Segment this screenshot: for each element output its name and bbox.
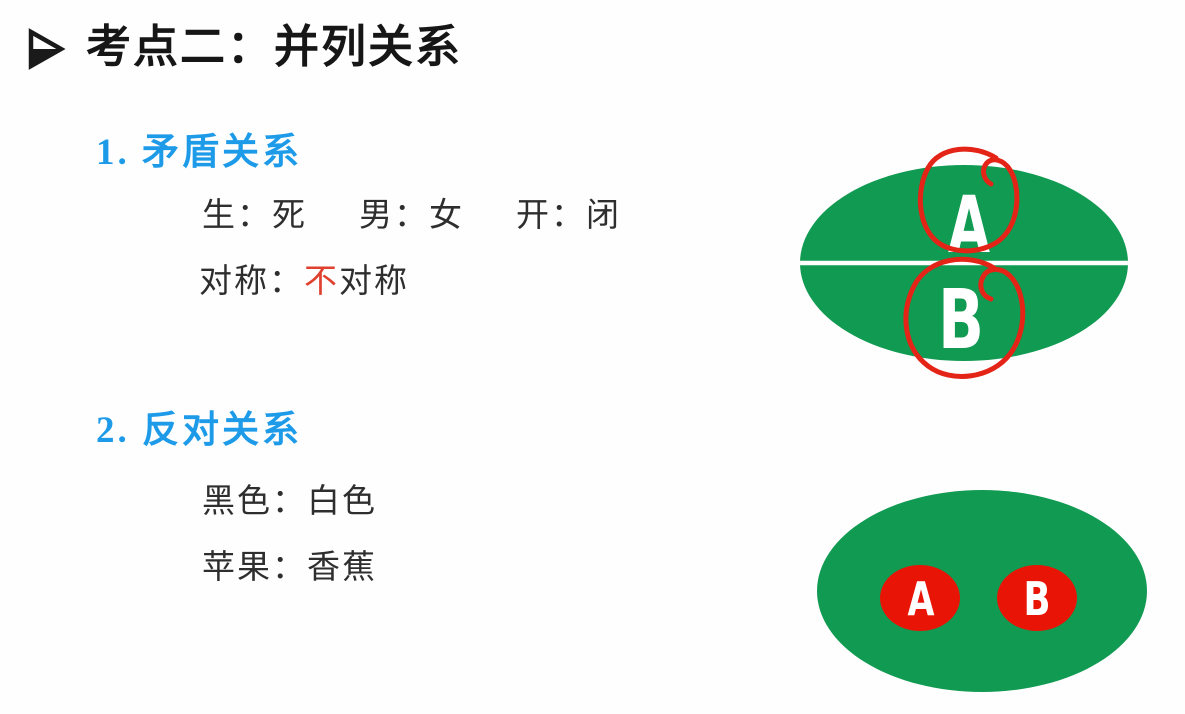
contradiction-venn-diagram: A B bbox=[800, 146, 1128, 379]
annotation-circle-a-icon bbox=[917, 146, 1020, 254]
symmetry-prefix: 对称： bbox=[199, 264, 304, 300]
opposition-venn-diagram: A B bbox=[817, 490, 1147, 692]
example-pair-open-closed: 开：闭 bbox=[516, 198, 621, 234]
subset-circle-a bbox=[880, 565, 960, 631]
symmetry-suffix: 对称 bbox=[339, 264, 409, 300]
section-1-heading: 1. 矛盾关系 bbox=[96, 132, 302, 173]
venn-label-a: A bbox=[948, 181, 990, 271]
symmetry-not-highlight: 不 bbox=[304, 264, 339, 300]
page-title: 考点二：并列关系 bbox=[86, 22, 463, 73]
venn-label-b: B bbox=[938, 273, 984, 368]
annotation-circle-b-icon bbox=[903, 256, 1026, 379]
subset-circle-b bbox=[997, 565, 1077, 631]
section-2-heading: 2. 反对关系 bbox=[96, 410, 302, 451]
subset-label-a: A bbox=[908, 572, 935, 626]
contrast-row-black-white: 黑色：白色 bbox=[202, 484, 377, 520]
example-pair-life-death: 生：死 bbox=[202, 198, 307, 234]
symmetry-row: 对称：不对称 bbox=[199, 264, 409, 302]
opposition-ellipse bbox=[817, 490, 1147, 692]
example-pair-male-female: 男：女 bbox=[359, 198, 464, 234]
contrast-row-apple-banana: 苹果：香蕉 bbox=[202, 550, 377, 586]
subset-label-b: B bbox=[1024, 572, 1051, 626]
arrowhead-bullet-icon bbox=[28, 28, 66, 70]
title-row: 考点二：并列关系 bbox=[26, 16, 462, 80]
example-pairs-row: 生：死 男：女 开：闭 bbox=[202, 198, 621, 236]
